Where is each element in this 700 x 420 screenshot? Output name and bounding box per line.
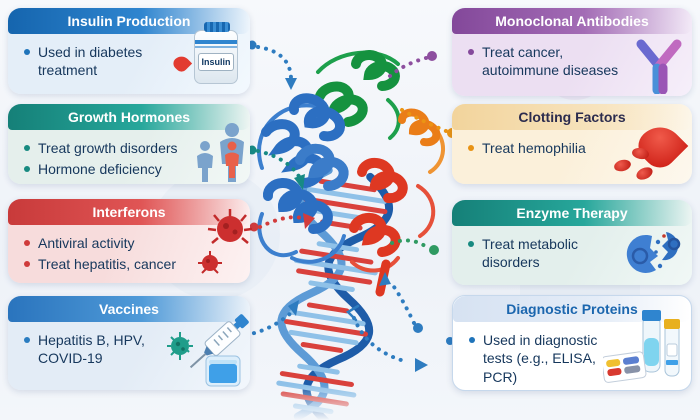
card-bullets: Antiviral activity Treat hepatitis, canc… [24,231,244,277]
card-title: Monoclonal Antibodies [495,13,649,29]
bullet-item: Hepatitis B, HPV, COVID-19 [24,331,152,368]
card-header: Clotting Factors [452,104,692,130]
bullet-item: Treat hepatitis, cancer [24,255,200,273]
card-title: Interferons [92,204,166,220]
blood-drop-icon [170,52,193,75]
card-bullets: Used in diabetes treatment [24,40,244,83]
card-bullets: Used in diagnostic tests (e.g., ELISA, P… [469,328,685,389]
card-title: Growth Hormones [67,109,191,125]
growth-people-icon [197,123,244,182]
card-interferons: Interferons Antiviral activity Treat hep… [8,199,253,283]
protein-ribbon-icon [257,50,445,297]
card-clotting-factors: Clotting Factors Treat hemophilia [452,104,692,184]
card-header: Insulin Production [8,8,250,34]
bullet-item: Treat hemophilia [468,139,608,157]
monoclonal-connector [388,51,437,78]
test-kit-icon [603,310,680,383]
blood-drop-icon [610,117,690,183]
card-bullets: Treat hemophilia [468,136,686,160]
card-vaccines: Vaccines Hepatitis B, HPV, COVID-19 [8,296,250,390]
card-insulin-production: Insulin Production Used in diabetes trea… [8,8,250,94]
card-title: Insulin Production [67,13,191,29]
vial-cap [204,22,230,32]
card-title: Vaccines [99,301,159,317]
bullet-item: Treat metabolic disorders [468,235,612,272]
card-title: Enzyme Therapy [516,205,628,221]
bullet-item: Used in diabetes treatment [24,43,166,80]
virus-icon [198,209,253,274]
card-title: Clotting Factors [518,109,626,125]
card-bullets: Treat growth disorders Hormone deficienc… [24,136,244,182]
bullet-item: Hormone deficiency [24,160,188,178]
bullet-item: Used in diagnostic tests (e.g., ELISA, P… [469,331,625,386]
vial-body: Insulin [194,30,238,84]
bullet-item: Treat cancer, autoimmune diseases [468,43,622,80]
card-header: Interferons [8,199,250,225]
syringe-vial-icon [167,314,249,387]
bullet-item: Antiviral activity [24,234,200,252]
card-header: Vaccines [8,296,250,322]
card-header: Monoclonal Antibodies [452,8,692,34]
card-monoclonal-antibodies: Monoclonal Antibodies Treat cancer, auto… [452,8,692,96]
card-bullets: Treat metabolic disorders [468,232,686,275]
insulin-vial-icon: Insulin [166,22,244,88]
antibody-icon [636,39,682,94]
card-header: Growth Hormones [8,104,250,130]
card-bullets: Hepatitis B, HPV, COVID-19 [24,328,244,371]
card-bullets: Treat cancer, autoimmune diseases [468,40,686,83]
bullet-item: Treat growth disorders [24,139,188,157]
insulin-connector [247,40,297,90]
card-diagnostic-proteins: Diagnostic Proteins Used in diagnostic t… [452,295,692,391]
dna-up-connector [379,272,423,333]
card-header: Enzyme Therapy [452,200,692,226]
enzyme-icon [626,232,681,273]
card-title: Diagnostic Proteins [506,301,638,317]
enzyme-connector [390,238,439,255]
vial-label: Insulin [198,53,234,71]
card-growth-hormones: Growth Hormones Treat growth disorders H… [8,104,250,184]
card-enzyme-therapy: Enzyme Therapy Treat metabolic disorders [452,200,692,285]
